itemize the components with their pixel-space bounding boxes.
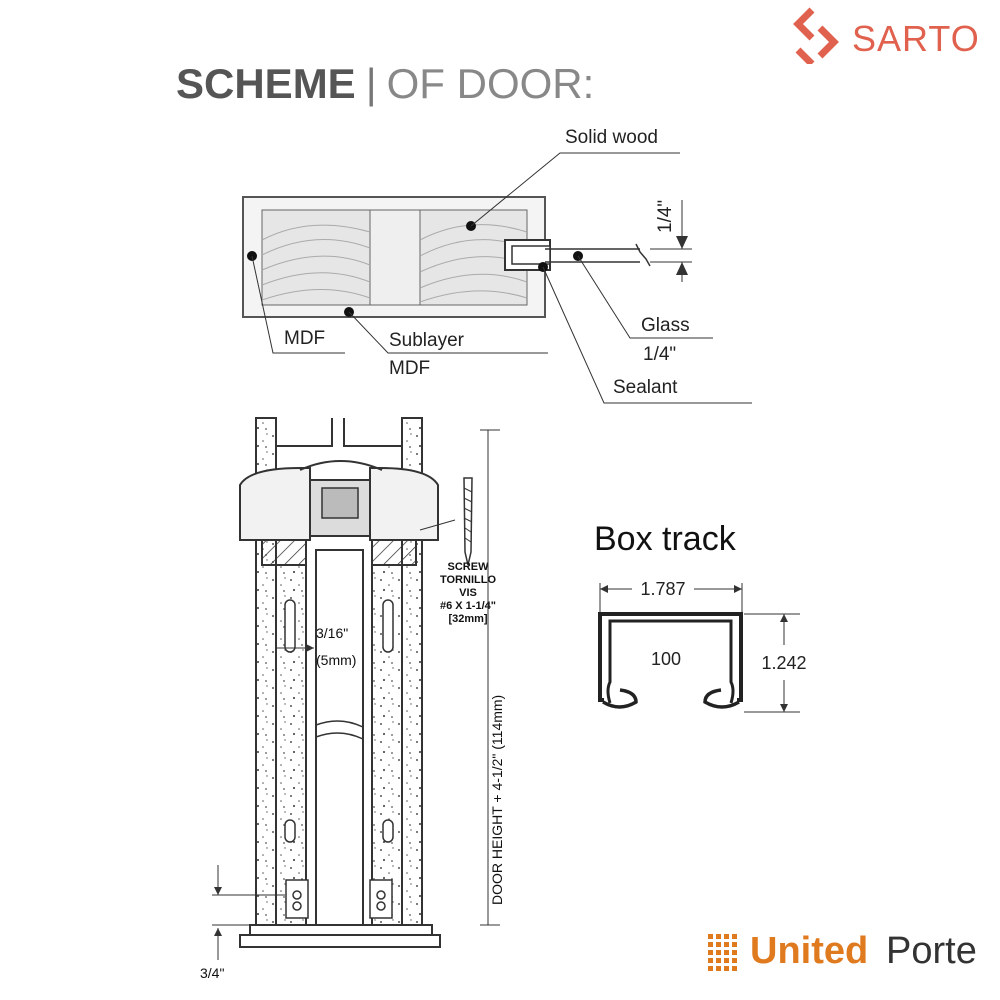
track-arc [299, 460, 383, 471]
door-break-bottom [315, 732, 364, 740]
track-lip-right [703, 688, 740, 709]
height-formula-label: DOOR HEIGHT + 4-1/2" (114mm) [489, 695, 505, 905]
box-track: Box track 1.787 100 1.242 [594, 520, 807, 713]
sublayer-leader [348, 311, 548, 354]
left-slot-bottom [284, 819, 296, 843]
page-title: SCHEME|OF DOOR: [176, 60, 594, 108]
track-profile-inner [606, 619, 735, 704]
dim-arrow-up [676, 262, 688, 275]
screw-icon [463, 477, 473, 566]
left-slot-top [284, 599, 296, 653]
mdf-dot [247, 251, 257, 261]
box-track-title: Box track [594, 520, 737, 558]
sublayer-mdf-label: MDF [389, 358, 430, 379]
title-light: OF DOOR: [386, 60, 595, 107]
footer-word-united: United [750, 930, 869, 972]
sealant-label: Sealant [613, 377, 678, 398]
sealant-strip [511, 245, 551, 265]
brand-name: SARTO [852, 18, 980, 59]
floor-plate [249, 924, 433, 936]
solid-wood-leader [470, 152, 680, 227]
track-model-label: 100 [651, 649, 681, 669]
screw-leader [419, 519, 456, 531]
gap-label: 3/16" [316, 625, 348, 641]
right-jamb-hatch [371, 539, 417, 566]
glass-label: Glass [641, 315, 690, 336]
gap-mm-label: (5mm) [316, 652, 356, 668]
sarto-brand: SARTO [790, 6, 990, 67]
united-porte-logo: United Porte [706, 928, 996, 978]
united-porte-grid-icon [708, 934, 737, 971]
wood-core-center [369, 209, 421, 306]
sarto-logo-icon [793, 7, 839, 67]
roller-wheel [321, 487, 359, 519]
right-slot-top [382, 599, 394, 653]
sublayer-label: Sublayer [389, 330, 465, 351]
glass-thickness-label: 1/4" [643, 344, 676, 365]
dim-arrow-down [676, 236, 688, 249]
door-break-top [315, 720, 364, 728]
installation-section: SCREW TORNILLO VIS #6 X 1-1/4" [32mm] 3/… [200, 417, 505, 981]
bottom-dim-label: 3/4" [200, 965, 224, 981]
mdf-leader [251, 255, 345, 354]
glass-leader [577, 255, 713, 339]
solid-wood-label: Solid wood [565, 127, 658, 148]
screw-line-5: [32mm] [448, 613, 487, 625]
left-header-block [239, 467, 311, 541]
door-cross-section: 1/4" Solid wood MDF Sublayer MDF Glass 1… [242, 127, 752, 404]
door-panel [315, 549, 364, 936]
right-header-block [369, 467, 439, 541]
right-slot-bottom [382, 819, 394, 843]
screw-line-2: TORNILLO [440, 574, 496, 586]
wood-core-left [261, 209, 371, 306]
footer-word-porte: Porte [886, 930, 977, 972]
glass-break-mark [635, 243, 651, 267]
track-height-label: 1.242 [761, 653, 806, 673]
header-top [275, 418, 403, 447]
mdf-label: MDF [284, 328, 325, 349]
left-jamb-hatch [261, 539, 307, 566]
track-lip-left [602, 688, 638, 709]
dim-quarter-label: 1/4" [655, 200, 676, 233]
screw-line-3: VIS [459, 587, 477, 599]
title-separator: | [365, 60, 377, 107]
track-profile-outer [598, 612, 743, 702]
floor-base [239, 934, 441, 948]
screw-line-1: SCREW [448, 561, 490, 573]
title-bold: SCHEME [176, 60, 356, 107]
sealant-leader [542, 266, 752, 404]
screw-line-4: #6 X 1-1/4" [440, 600, 496, 612]
track-width-label: 1.787 [640, 579, 685, 599]
